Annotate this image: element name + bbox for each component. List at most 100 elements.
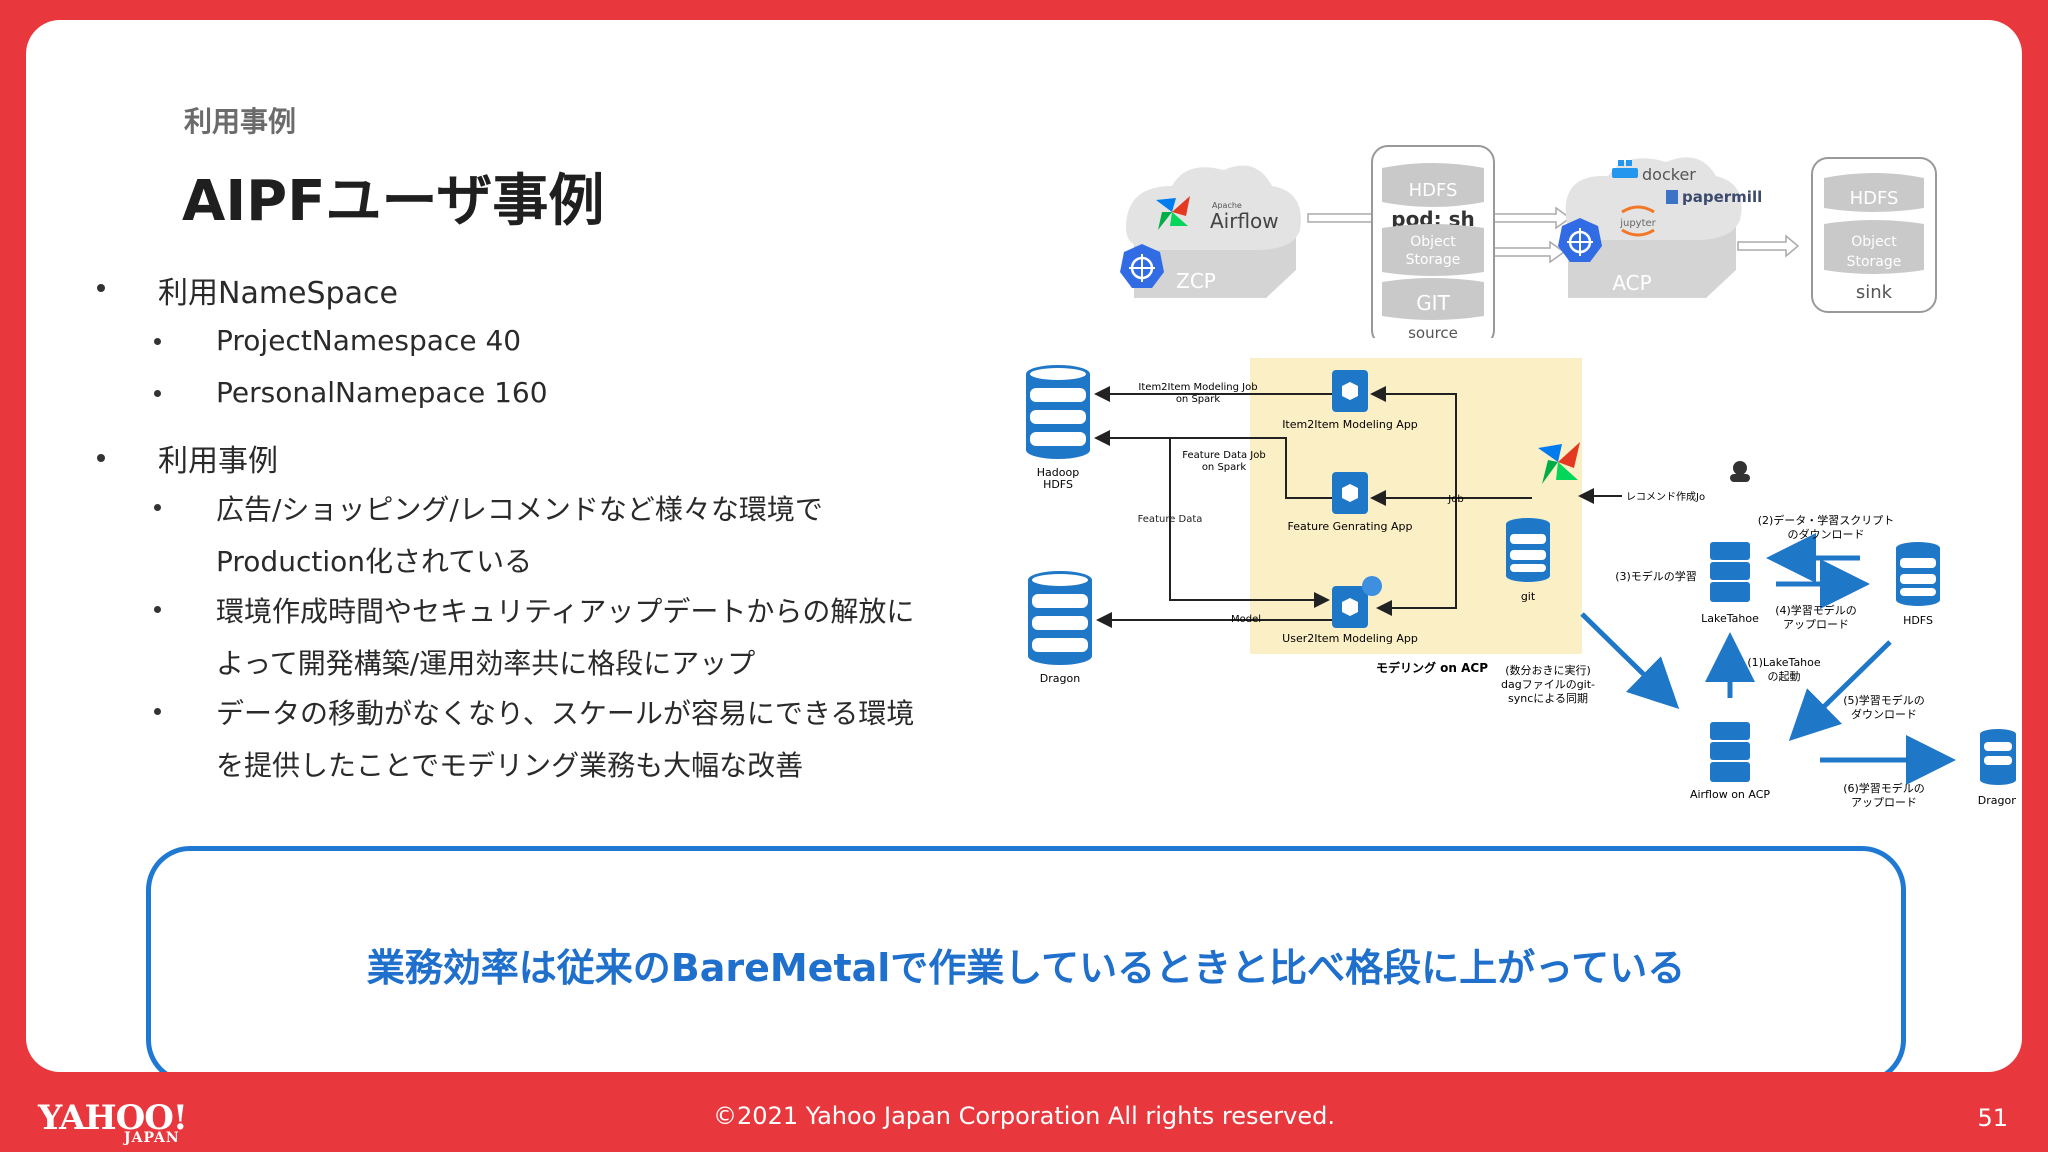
object-storage-label-2: Storage bbox=[1406, 252, 1461, 268]
user2item-app-label: User2Item Modeling App bbox=[1282, 632, 1418, 645]
step5-label: (5)学習モデルの bbox=[1843, 693, 1925, 707]
jupyter-label: jupyter bbox=[1619, 218, 1656, 229]
hadoop-label: Hadoop bbox=[1037, 466, 1079, 479]
zcp-block: ZCP Apache Airflow bbox=[1120, 165, 1301, 298]
docker-label: docker bbox=[1642, 165, 1696, 184]
item2item-app-label: Item2Item Modeling App bbox=[1282, 418, 1418, 431]
bullet-dot bbox=[97, 454, 105, 462]
step2-label: (2)データ・学習スクリプト bbox=[1758, 513, 1895, 527]
acp-label: ACP bbox=[1612, 271, 1651, 295]
hdfs-db-icon bbox=[1896, 542, 1940, 606]
logo-main: YAHOO! bbox=[38, 1098, 188, 1138]
airflow-server-icon bbox=[1710, 722, 1750, 782]
source-label: source bbox=[1408, 324, 1458, 338]
airflow-apache-text: Apache bbox=[1212, 201, 1242, 210]
copyright-text: ©2021 Yahoo Japan Corporation All rights… bbox=[713, 1102, 1335, 1130]
hadoop-label-2: HDFS bbox=[1043, 478, 1073, 491]
user2item-app-icon bbox=[1332, 576, 1382, 628]
modeling-zone bbox=[1250, 358, 1582, 654]
bullet-case-1-cont: Production化されている bbox=[216, 545, 533, 578]
highlight-message: 業務効率は従来のBareMetalで作業しているときと比べ格段に上がっている bbox=[366, 946, 1686, 990]
sink-hdfs-label: HDFS bbox=[1850, 188, 1899, 209]
step5-label-2: ダウンロード bbox=[1851, 707, 1917, 721]
feature-data-label: Feature Data bbox=[1138, 514, 1203, 525]
step4-label: (4)学習モデルの bbox=[1775, 603, 1857, 617]
modeling-on-acp-label: モデリング on ACP bbox=[1376, 660, 1488, 675]
operator-icon bbox=[1728, 460, 1752, 484]
item2item-job-label: Item2Item Modeling Job bbox=[1138, 382, 1257, 393]
sync-label-2: dagファイルのgit- bbox=[1501, 678, 1595, 691]
bullet-dot bbox=[154, 606, 161, 613]
yahoo-japan-logo: YAHOO! JAPAN bbox=[38, 1098, 188, 1146]
dragon-db-icon bbox=[1028, 571, 1092, 665]
step2-label-2: のダウンロード bbox=[1788, 527, 1865, 541]
acp-block: ACP docker papermill jupyter bbox=[1558, 157, 1762, 298]
feature-app-label: Feature Genrating App bbox=[1288, 520, 1413, 533]
bullet-use-cases: 利用事例 bbox=[158, 444, 278, 479]
laketahoe-server-icon bbox=[1710, 542, 1750, 602]
bullet-case-3: データの移動がなくなり、スケールが容易にできる環境 bbox=[216, 697, 915, 730]
step1-label-2: の起動 bbox=[1768, 669, 1801, 683]
sink-column: HDFS Object Storage sink bbox=[1811, 157, 1937, 313]
bullet-dot bbox=[97, 284, 105, 292]
page-number: 51 bbox=[1977, 1104, 2008, 1132]
feature-job-label-2: on Spark bbox=[1202, 462, 1247, 473]
hadoop-db-icon bbox=[1026, 365, 1090, 459]
dragon-db-label-right: Dragon bbox=[1978, 794, 2016, 807]
feature-job-label: Feature Data Job bbox=[1182, 450, 1265, 461]
step3-label: (3)モデルの学習 bbox=[1615, 569, 1697, 583]
sink-label: sink bbox=[1856, 282, 1893, 303]
airflow-acp-label: Airflow on ACP bbox=[1690, 788, 1770, 801]
kubernetes-icon bbox=[1120, 244, 1164, 288]
pipeline-arrows bbox=[1580, 533, 1956, 785]
git-db-label: git bbox=[1521, 590, 1536, 603]
sync-label: (数分おきに実行) bbox=[1505, 663, 1591, 677]
storage-column: HDFS pod: sh Object Storage GIT source bbox=[1371, 145, 1495, 338]
bullet-dot bbox=[154, 708, 161, 715]
step1-label: (1)LakeTahoe bbox=[1747, 656, 1821, 669]
bullet-dot bbox=[154, 390, 161, 397]
architecture-diagram-top: ZCP Apache Airflow bbox=[1120, 145, 1937, 338]
docker-icon bbox=[1612, 160, 1638, 178]
slide-card: 利用事例 AIPFユーザ事例 利用NameSpace ProjectNamesp… bbox=[26, 20, 2022, 1072]
gear-icon bbox=[1362, 576, 1382, 596]
object-storage-label: Object bbox=[1410, 234, 1456, 250]
item2item-app-icon bbox=[1332, 370, 1368, 412]
bullet-case-3-cont: を提供したことでモデリング業務も大幅な改善 bbox=[216, 749, 804, 782]
feature-app-icon bbox=[1332, 472, 1368, 514]
sink-object-label: Object bbox=[1851, 234, 1897, 250]
modeling-diagram: Hadoop HDFS Dragon Item2Item Modeling Ap… bbox=[1026, 358, 1706, 685]
dragon-db-icon-right bbox=[1980, 729, 2016, 785]
step6-label-2: アップロード bbox=[1851, 796, 1917, 809]
model-label: Model bbox=[1231, 614, 1261, 625]
hdfs-label: HDFS bbox=[1409, 180, 1458, 201]
logo-sub: JAPAN bbox=[124, 1130, 180, 1146]
highlight-box: 業務効率は従来のBareMetalで作業しているときと比べ格段に上がっている bbox=[146, 846, 1906, 1072]
jupyter-icon bbox=[1621, 205, 1655, 237]
bullet-case-2-cont: よって開発構築/運用効率共に格段にアップ bbox=[216, 647, 756, 680]
slide-title: AIPFユーザ事例 bbox=[182, 169, 605, 234]
sink-object-label-2: Storage bbox=[1847, 254, 1902, 270]
bullet-project-namespace: ProjectNamespace 40 bbox=[216, 324, 522, 357]
git-db-icon bbox=[1506, 518, 1550, 582]
git-label: GIT bbox=[1416, 291, 1450, 315]
sync-label-3: syncによる同期 bbox=[1508, 692, 1588, 705]
bullet-case-2: 環境作成時間やセキュリティアップデートからの解放に bbox=[216, 595, 915, 628]
step6-label: (6)学習モデルの bbox=[1843, 781, 1925, 795]
zcp-label: ZCP bbox=[1176, 269, 1216, 293]
airflow-pinwheel-icon bbox=[1538, 442, 1580, 484]
pipeline-diagram: git LakeTahoe HDFS Airflow on ACP bbox=[1501, 513, 2016, 809]
modeling-arrows bbox=[1094, 386, 1622, 628]
step4-label-2: アップロード bbox=[1783, 618, 1849, 631]
recommend-job-label: レコメンド作成Job登録 bbox=[1626, 490, 1706, 503]
dragon-label: Dragon bbox=[1040, 672, 1080, 685]
papermill-icon bbox=[1666, 190, 1678, 204]
bullet-personal-namespace: PersonalNamepace 160 bbox=[216, 376, 548, 409]
bullet-case-1: 広告/ショッピング/レコメンドなど様々な環境で bbox=[216, 493, 823, 526]
papermill-label: papermill bbox=[1682, 188, 1762, 206]
airflow-icon bbox=[1156, 196, 1190, 230]
laketahoe-label: LakeTahoe bbox=[1701, 612, 1759, 625]
item2item-job-label-2: on Spark bbox=[1176, 394, 1221, 405]
bullet-dot bbox=[154, 338, 161, 345]
job-label: Job bbox=[1447, 494, 1463, 505]
